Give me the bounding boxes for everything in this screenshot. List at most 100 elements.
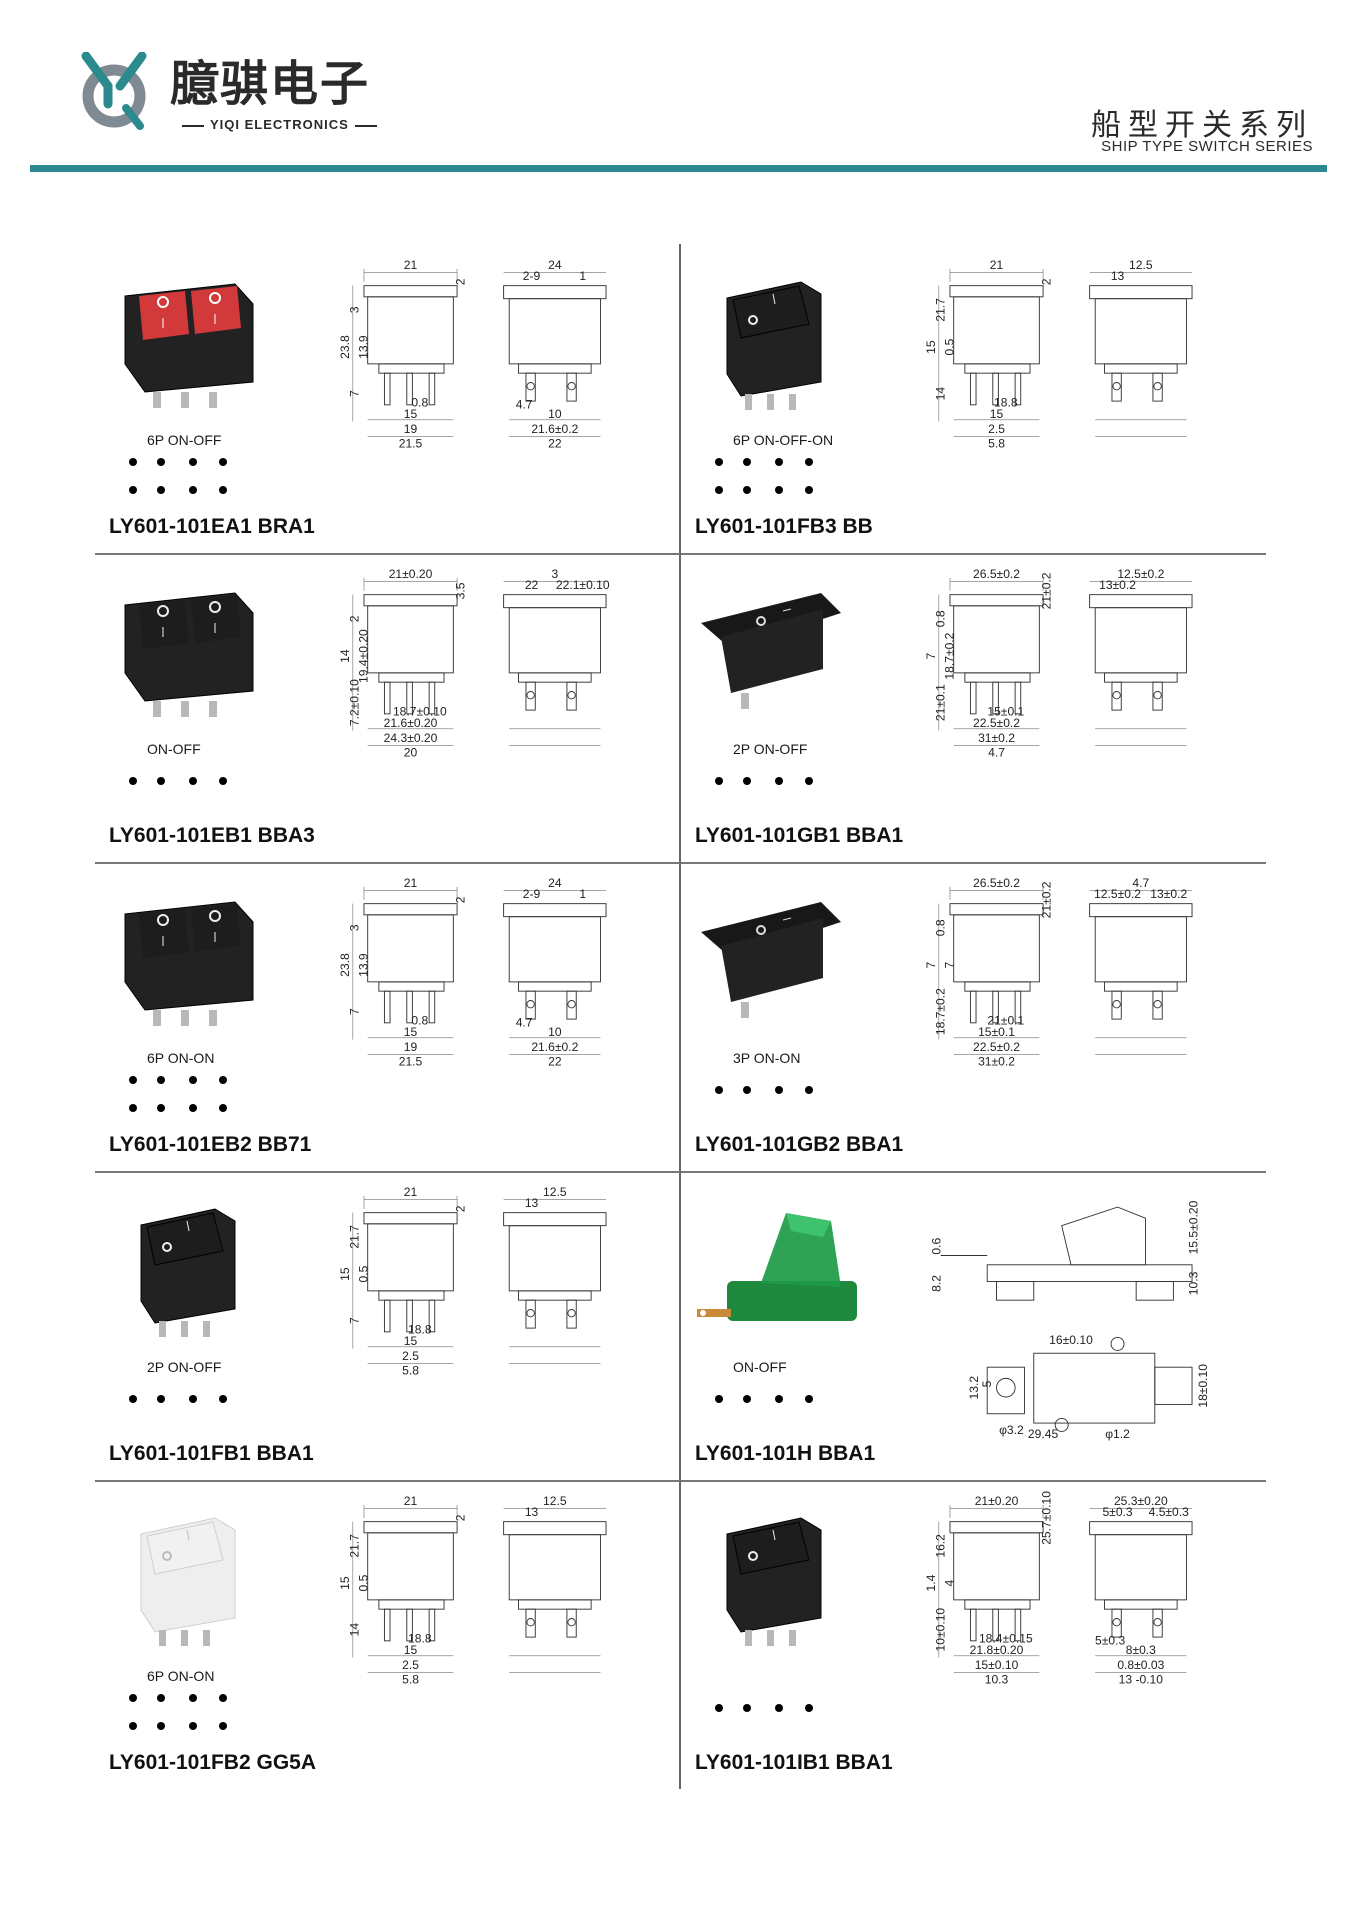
- brand-name-english: YIQI ELECTRONICS: [176, 117, 383, 132]
- dimension-label: 21.6±0.2: [531, 1040, 578, 1054]
- dimension-label: 16±0.10: [1049, 1333, 1093, 1347]
- dimension-label: 19.4±0.20: [357, 629, 371, 683]
- dimension-label: 21.6±0.20: [384, 716, 438, 730]
- dimension-label: 21±0.1: [987, 1014, 1024, 1028]
- dimension-label: 10: [548, 407, 562, 421]
- dimension-label: 7: [943, 961, 957, 968]
- dimension-label: 1: [579, 269, 586, 283]
- dimension-label: 15±0.1: [978, 1025, 1015, 1039]
- dimension-label: 8±0.3: [1126, 1643, 1156, 1657]
- dimension-label: 2.5: [402, 1658, 419, 1672]
- dimension-label: 21: [404, 258, 418, 272]
- dimension-label: 22: [525, 578, 539, 592]
- dimension-label: 12.5: [543, 1494, 567, 1508]
- dimension-label: 14: [933, 387, 947, 401]
- dimension-label: 15.5±0.20: [1187, 1200, 1201, 1254]
- dimension-label: 15±0.1: [987, 705, 1024, 719]
- switch-photo-icon: [140, 1517, 236, 1646]
- switch-photo-icon: [726, 1517, 822, 1646]
- dimension-label: 15: [404, 407, 418, 421]
- dimension-label: 2.5: [988, 422, 1005, 436]
- dimension-label: 2: [454, 896, 468, 903]
- dimension-label: 13.9: [357, 335, 371, 359]
- dimension-label: 5.8: [988, 437, 1005, 451]
- dimension-label: 21.6±0.2: [531, 422, 578, 436]
- circuit-label: 6P ON-OFF-ON: [733, 432, 834, 448]
- dimension-label: 0.8: [933, 610, 947, 627]
- circuit-schematic-icon: [129, 1395, 227, 1403]
- dimension-label: 3: [551, 567, 558, 581]
- dimension-label: 21.5: [399, 1055, 423, 1069]
- dimension-label: 23.8: [338, 953, 352, 977]
- model-number: LY601-101GB2 BBA1: [695, 1133, 904, 1156]
- model-number: LY601-101GB1 BBA1: [695, 824, 904, 847]
- dimension-label: 12.5: [543, 1185, 567, 1199]
- model-number: LY601-101H BBA1: [695, 1442, 876, 1465]
- circuit-label: 3P ON-ON: [733, 1050, 801, 1066]
- dimension-label: 2: [454, 1514, 468, 1521]
- dimension-label: 12.5±0.2: [1094, 887, 1141, 901]
- dimension-label: 10: [548, 1025, 562, 1039]
- dimension-label: 21: [404, 1185, 418, 1199]
- dimension-label: 15: [990, 407, 1004, 421]
- dimension-label: 26.5±0.2: [973, 876, 1020, 890]
- dimension-label: 24.3±0.20: [384, 731, 438, 745]
- dimension-label: 0.5: [943, 338, 957, 355]
- dimension-label: 22.1±0.10: [556, 578, 610, 592]
- dimension-label: 4.5±0.3: [1149, 1505, 1190, 1519]
- row-divider: [681, 1480, 1266, 1482]
- circuit-label: ON-OFF: [733, 1359, 787, 1375]
- yiqi-logo-icon: [81, 52, 147, 130]
- dimension-label: 2: [1040, 278, 1054, 285]
- dimension-label: 24: [548, 876, 562, 890]
- dimension-label: 22.5±0.2: [973, 1040, 1020, 1054]
- dimension-label: 29.45: [1028, 1427, 1059, 1441]
- row-divider: [95, 553, 680, 555]
- dimension-label: 0.5: [357, 1574, 371, 1591]
- series-title-english: SHIP TYPE SWITCH SERIES: [1101, 138, 1313, 155]
- dimension-label: 0.8: [411, 396, 428, 410]
- dimension-label: 18.7±0.2: [943, 632, 957, 679]
- switch-photo-icon: [140, 1208, 236, 1337]
- circuit-schematic-icon: [715, 1704, 813, 1712]
- dimension-label: 4.7: [516, 398, 533, 412]
- dimension-label: 21.8±0.20: [970, 1643, 1024, 1657]
- dimension-label: 10.3: [1187, 1271, 1201, 1295]
- dimension-label: 18.8: [408, 1323, 432, 1337]
- dimension-label: 21: [990, 258, 1004, 272]
- dimension-label: 21±0.1: [933, 684, 947, 721]
- dimension-label: 3: [347, 306, 361, 313]
- dimension-label: 19: [404, 1040, 418, 1054]
- dimension-label: 21.7: [347, 1534, 361, 1558]
- model-number: LY601-101FB1 BBA1: [109, 1442, 314, 1465]
- row-divider: [681, 862, 1266, 864]
- dimension-label: 2: [454, 1205, 468, 1212]
- series-title-chinese: 船型开关系列: [1091, 108, 1313, 143]
- dimension-label: 21.7: [933, 298, 947, 322]
- dimension-label: 18.8: [408, 1632, 432, 1646]
- dimension-label: 21: [404, 1494, 418, 1508]
- dimension-label: 21.5: [399, 437, 423, 451]
- dimension-label: 4.7: [988, 746, 1005, 760]
- dimension-label: 24: [548, 258, 562, 272]
- dimension-label: 2.5: [402, 1349, 419, 1363]
- dimension-label: 15: [338, 1267, 352, 1281]
- circuit-schematic-icon: [129, 1694, 227, 1730]
- circuit-label: 6P ON-ON: [147, 1050, 215, 1066]
- dimension-label: 21±0.2: [1040, 881, 1054, 918]
- dimension-label: 25.7±0.10: [1040, 1491, 1054, 1545]
- dimension-label: 0.8: [411, 1014, 428, 1028]
- model-number: LY601-101EB2 BB71: [109, 1133, 312, 1156]
